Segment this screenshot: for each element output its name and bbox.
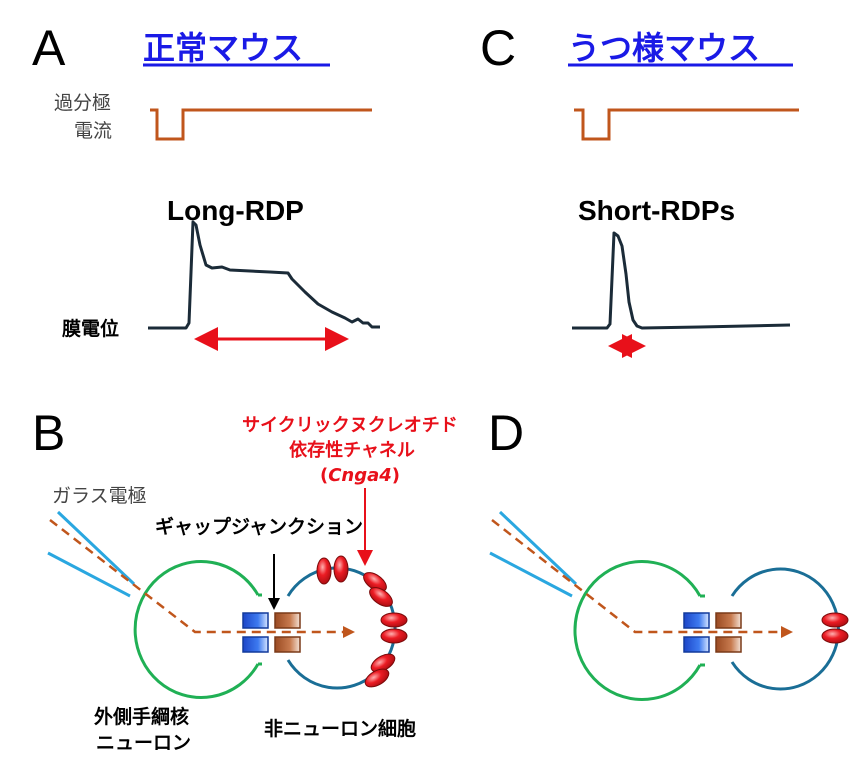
panel-b: B サイクリックヌクレオチド 依存性チャネル (Cnga4) ガラス電極 ギャッ… bbox=[32, 405, 458, 754]
current-flow-arrowhead bbox=[343, 626, 355, 638]
current-label-line2: 電流 bbox=[74, 120, 112, 142]
cng-channel bbox=[333, 555, 349, 583]
current-flow-arrowhead-d bbox=[781, 626, 793, 638]
panel-a: A 正常マウス 過分極 電流 Long-RDP 膜電位 bbox=[32, 20, 380, 351]
current-flow-path-d bbox=[491, 519, 783, 634]
gap-junction-channels bbox=[242, 612, 301, 653]
long-rdp-trace bbox=[148, 220, 380, 330]
cng-channel bbox=[364, 668, 390, 688]
neuron-label-line1: 外側手綱核 bbox=[94, 705, 189, 728]
cng-channel bbox=[370, 653, 396, 673]
glia-label: 非ニューロン細胞 bbox=[264, 717, 416, 740]
gap-junction-pointer-head bbox=[268, 598, 280, 610]
neuron-membrane bbox=[133, 560, 260, 699]
gap-junction-channels-d bbox=[683, 612, 742, 653]
gap-junction-label: ギャップジャンクション bbox=[155, 515, 363, 538]
connexon-glia-upper bbox=[274, 612, 301, 629]
cng-channel bbox=[316, 557, 332, 585]
cng-channel bbox=[363, 572, 387, 592]
current-label-line1: 過分極 bbox=[54, 92, 111, 114]
current-step-trace-a bbox=[150, 108, 372, 141]
cng-channel bbox=[380, 612, 408, 628]
cng-channel bbox=[380, 628, 408, 644]
electrode-lower-edge bbox=[47, 551, 131, 598]
panel-d: D bbox=[488, 405, 849, 701]
potential-label: 膜電位 bbox=[61, 317, 119, 340]
channel-gene-label: (Cnga4) bbox=[320, 465, 400, 486]
electrode-upper-edge-d bbox=[498, 510, 578, 586]
long-rdp-label: Long-RDP bbox=[167, 195, 304, 226]
electrode-upper-edge bbox=[56, 510, 136, 586]
cng-channels bbox=[316, 555, 408, 688]
panel-c: C うつ様マウス Short-RDPs bbox=[480, 20, 799, 358]
connexon-glia-upper-d bbox=[715, 612, 742, 629]
current-step-trace-c bbox=[574, 108, 799, 141]
connexon-glia-lower-d bbox=[715, 636, 742, 653]
connexon-neuron-upper bbox=[242, 612, 269, 629]
channel-label-line1: サイクリックヌクレオチド bbox=[242, 415, 458, 436]
short-rdps-label: Short-RDPs bbox=[578, 195, 735, 226]
electrode-lower-edge-d bbox=[489, 551, 573, 598]
panel-c-letter: C bbox=[480, 20, 516, 76]
connexon-glia-lower bbox=[274, 636, 301, 653]
cng-channel bbox=[821, 628, 849, 644]
panel-a-title: 正常マウス bbox=[143, 29, 303, 67]
connexon-neuron-lower bbox=[242, 636, 269, 653]
neuron-label-line2: ニューロン bbox=[96, 732, 191, 754]
cng-channels-d bbox=[821, 612, 849, 644]
neuron-membrane-d bbox=[573, 560, 702, 701]
short-rdp-trace bbox=[572, 231, 791, 330]
electrode-label: ガラス電極 bbox=[52, 485, 147, 507]
connexon-neuron-upper-d bbox=[683, 612, 710, 629]
channel-label-line2: 依存性チャネル bbox=[289, 439, 415, 461]
panel-c-title: うつ様マウス bbox=[568, 29, 760, 67]
panel-b-letter: B bbox=[32, 405, 65, 461]
current-flow-path bbox=[49, 519, 345, 634]
cng-channel bbox=[821, 612, 849, 628]
panel-a-letter: A bbox=[32, 20, 66, 76]
connexon-neuron-lower-d bbox=[683, 636, 710, 653]
panel-d-letter: D bbox=[488, 405, 524, 461]
cng-channel bbox=[369, 587, 393, 607]
